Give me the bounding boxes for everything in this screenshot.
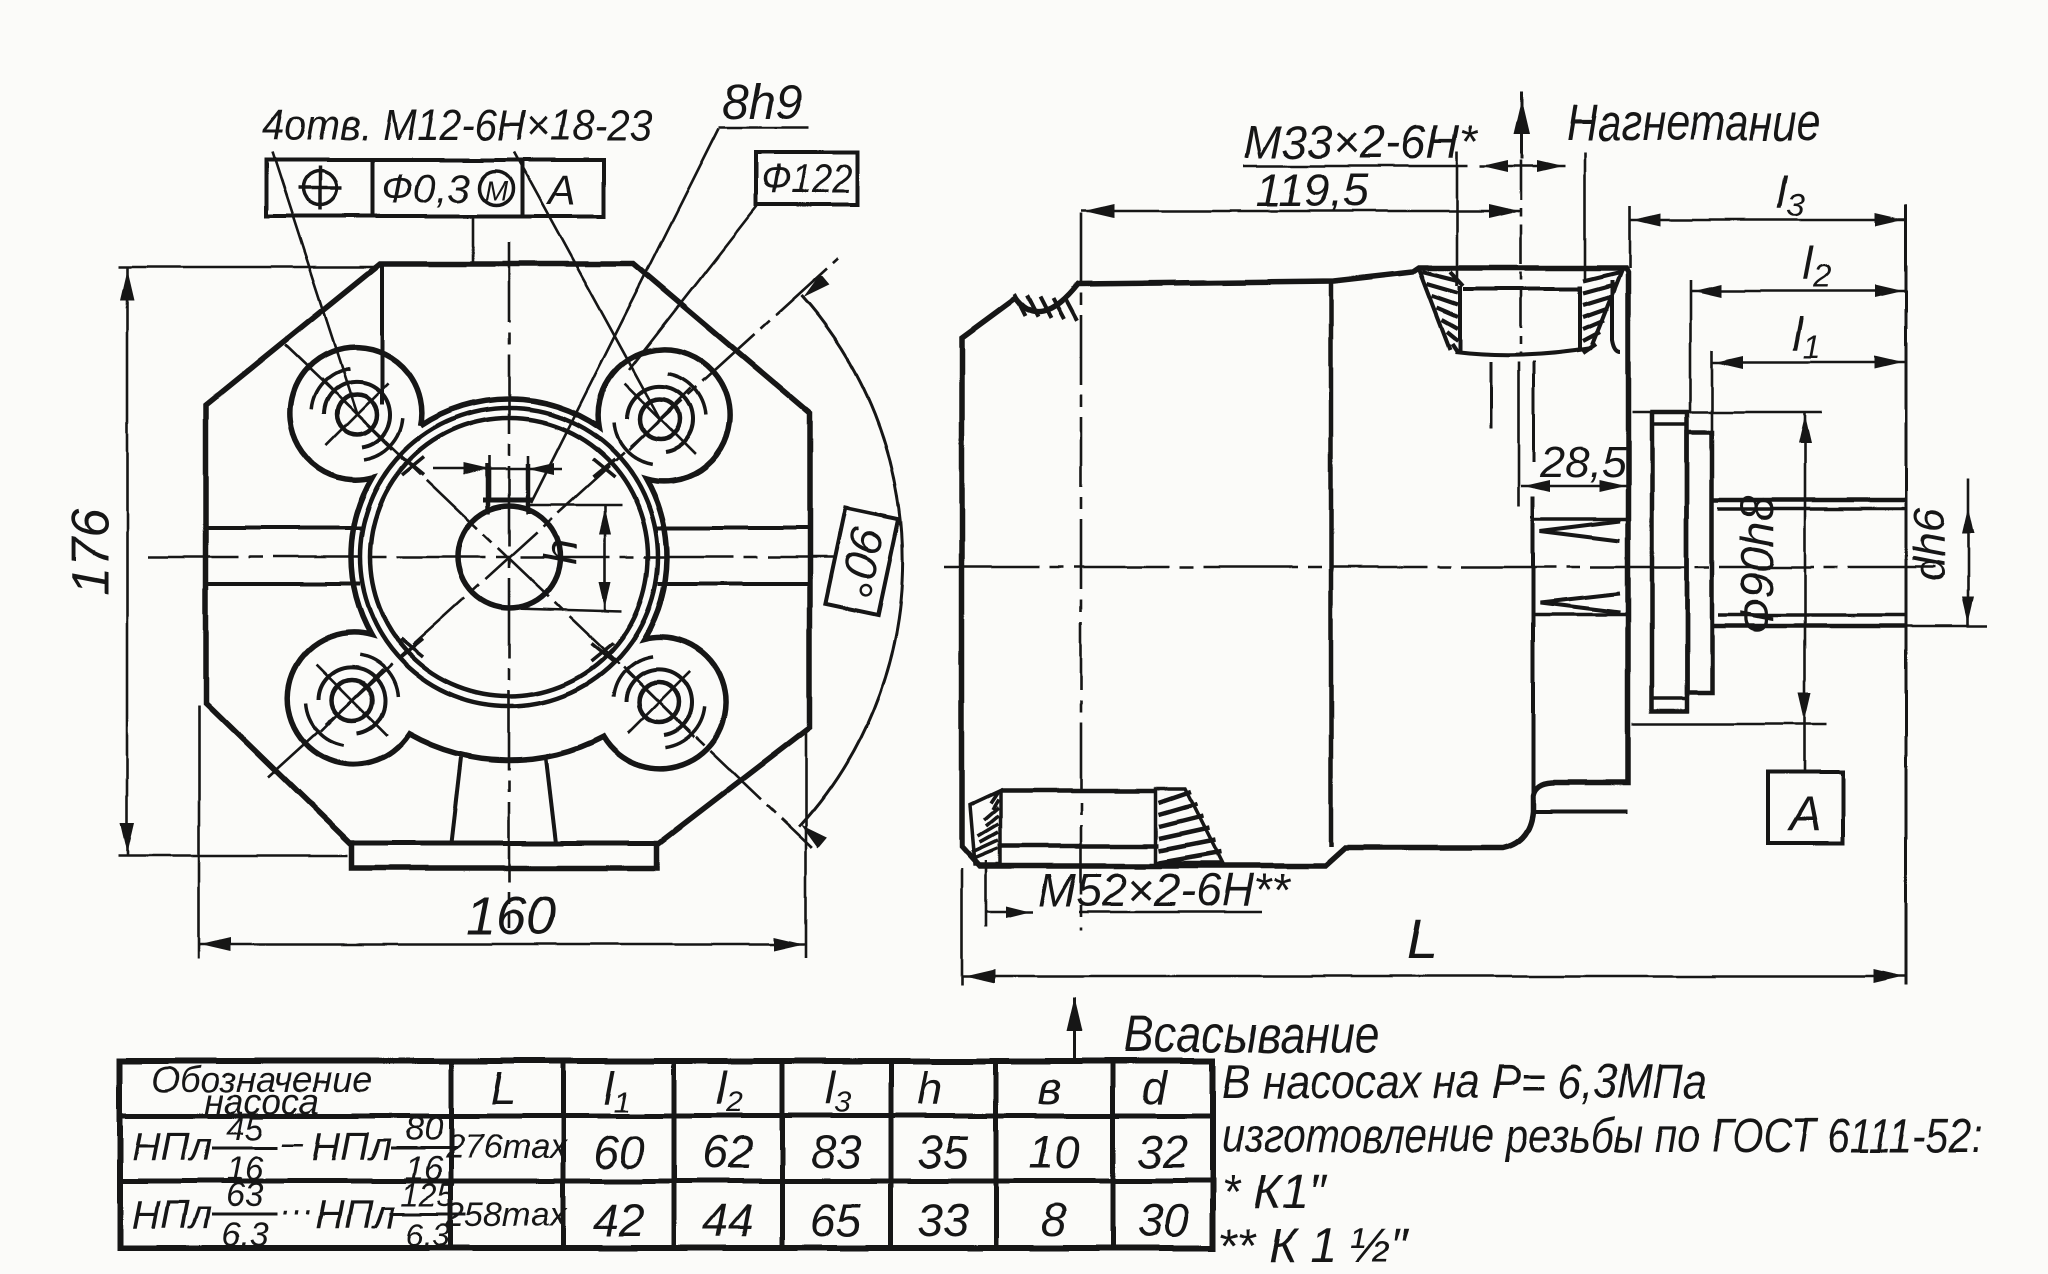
svg-text:В насосах на Р= 6,3МПа: В насосах на Р= 6,3МПа (1222, 1056, 1707, 1109)
svg-text:l: l (1777, 166, 1789, 218)
svg-text:276max: 276max (445, 1128, 568, 1166)
svg-text:* К1″: * К1″ (1222, 1166, 1328, 1219)
svg-text:176: 176 (62, 509, 120, 596)
svg-text:16: 16 (405, 1150, 443, 1188)
svg-text:А: А (1786, 788, 1821, 841)
svg-text:Ф122: Ф122 (761, 155, 853, 202)
svg-text:4отв. М12-6Н×18-23: 4отв. М12-6Н×18-23 (262, 101, 652, 150)
svg-text:l: l (1792, 308, 1804, 360)
svg-text:80: 80 (405, 1110, 443, 1148)
svg-text:М33×2-6Н*: М33×2-6Н* (1243, 116, 1479, 168)
svg-text:2: 2 (725, 1086, 743, 1119)
svg-text:6,3: 6,3 (406, 1217, 451, 1253)
svg-text:125: 125 (401, 1177, 455, 1213)
svg-text:42: 42 (593, 1194, 644, 1246)
svg-text:3: 3 (835, 1086, 852, 1119)
svg-text:62: 62 (702, 1126, 753, 1178)
svg-text:h: h (534, 539, 586, 565)
svg-text:1: 1 (1802, 329, 1820, 365)
svg-text:30: 30 (1137, 1194, 1189, 1246)
svg-text:М: М (484, 175, 508, 206)
svg-text:dh6: dh6 (1905, 508, 1954, 582)
svg-text:** К 1 ½″: ** К 1 ½″ (1218, 1220, 1409, 1269)
svg-text:l: l (604, 1062, 616, 1114)
svg-text:в: в (1037, 1062, 1061, 1114)
svg-text:А: А (545, 166, 576, 213)
svg-text:l: l (825, 1062, 837, 1114)
svg-text:6,3: 6,3 (221, 1216, 268, 1254)
svg-text:М52×2-6Н**: М52×2-6Н** (1038, 864, 1292, 916)
svg-text:16: 16 (226, 1150, 264, 1188)
svg-text:32: 32 (1137, 1126, 1188, 1178)
svg-text:119,5: 119,5 (1256, 164, 1368, 216)
svg-text:l: l (1803, 237, 1815, 289)
svg-text:Ф0,3: Ф0,3 (382, 167, 469, 211)
svg-text:L: L (490, 1062, 516, 1114)
svg-text:d: d (1141, 1062, 1168, 1114)
svg-text:–: – (281, 1122, 304, 1164)
svg-text:28,5: 28,5 (1539, 438, 1626, 487)
svg-text:НПл: НПл (132, 1193, 212, 1237)
svg-text:L: L (1406, 907, 1437, 970)
svg-text:3: 3 (1787, 187, 1805, 223)
svg-text:33: 33 (917, 1194, 969, 1246)
svg-text:НПл: НПл (132, 1125, 212, 1169)
svg-text:насоса: насоса (204, 1081, 320, 1122)
svg-text:8: 8 (1041, 1194, 1067, 1246)
svg-text:258max: 258max (445, 1196, 568, 1234)
svg-text:2: 2 (1812, 258, 1831, 294)
svg-text:45: 45 (226, 1110, 264, 1148)
svg-text:44: 44 (702, 1194, 753, 1246)
svg-text:изготовление резьбы по ГОСТ 61: изготовление резьбы по ГОСТ 6111-52: (1222, 1110, 1982, 1163)
svg-text:65: 65 (810, 1194, 862, 1246)
svg-text:63: 63 (226, 1176, 264, 1214)
svg-text:···: ··· (280, 1192, 314, 1230)
svg-text:10: 10 (1028, 1126, 1080, 1178)
svg-text:Всасывание: Всасывание (1124, 1006, 1380, 1064)
svg-text:h: h (917, 1062, 943, 1114)
svg-text:35: 35 (917, 1126, 969, 1178)
svg-text:НПл: НПл (316, 1193, 396, 1237)
svg-text:8h9: 8h9 (722, 76, 802, 129)
svg-text:160: 160 (466, 886, 556, 946)
svg-text:НПл: НПл (312, 1125, 392, 1169)
svg-text:60: 60 (593, 1126, 645, 1178)
svg-text:Ф90h8: Ф90h8 (1731, 495, 1783, 634)
svg-text:Обозначение: Обозначение (152, 1059, 373, 1100)
svg-text:1: 1 (614, 1086, 631, 1119)
svg-text:83: 83 (810, 1126, 862, 1178)
svg-text:l: l (716, 1062, 728, 1114)
svg-text:Нагнетание: Нагнетание (1566, 94, 1820, 152)
